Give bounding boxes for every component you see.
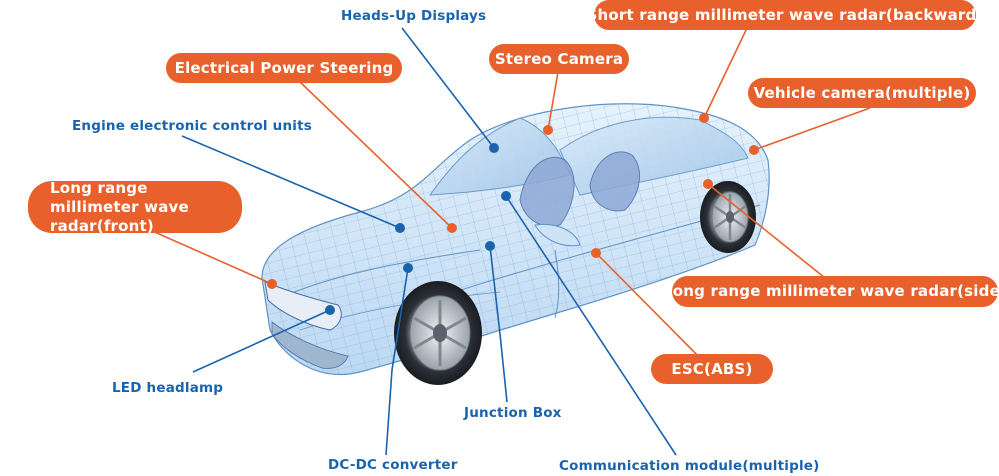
rear-wheel bbox=[700, 181, 756, 253]
label-short-range-radar-backward: Short range millimeter wave radar(backwa… bbox=[587, 0, 983, 30]
label-esc-abs: ESC(ABS) bbox=[651, 354, 773, 384]
leader-lines bbox=[149, 27, 871, 456]
car-body bbox=[261, 103, 770, 376]
label-long-range-radar-side: Long range millimeter wave radar(side) bbox=[663, 276, 999, 307]
label-stereo-camera: Stereo Camera bbox=[489, 44, 629, 74]
anchor-dots bbox=[267, 113, 759, 315]
label-junction-box: Junction Box bbox=[464, 405, 562, 421]
label-led-headlamp: LED headlamp bbox=[112, 380, 224, 396]
label-long-range-radar-front: Long range millimeter wave radar(front) bbox=[28, 179, 242, 235]
label-heads-up-displays: Heads-Up Displays bbox=[341, 8, 487, 24]
front-wheel bbox=[394, 281, 482, 385]
label-dc-dc-converter: DC-DC converter bbox=[328, 457, 458, 473]
label-communication-module: Communication module(multiple) bbox=[559, 458, 820, 474]
label-engine-ecu: Engine electronic control units bbox=[72, 118, 312, 134]
label-vehicle-camera: Vehicle camera(multiple) bbox=[748, 78, 976, 108]
label-electrical-power-steering: Electrical Power Steering bbox=[166, 53, 402, 83]
